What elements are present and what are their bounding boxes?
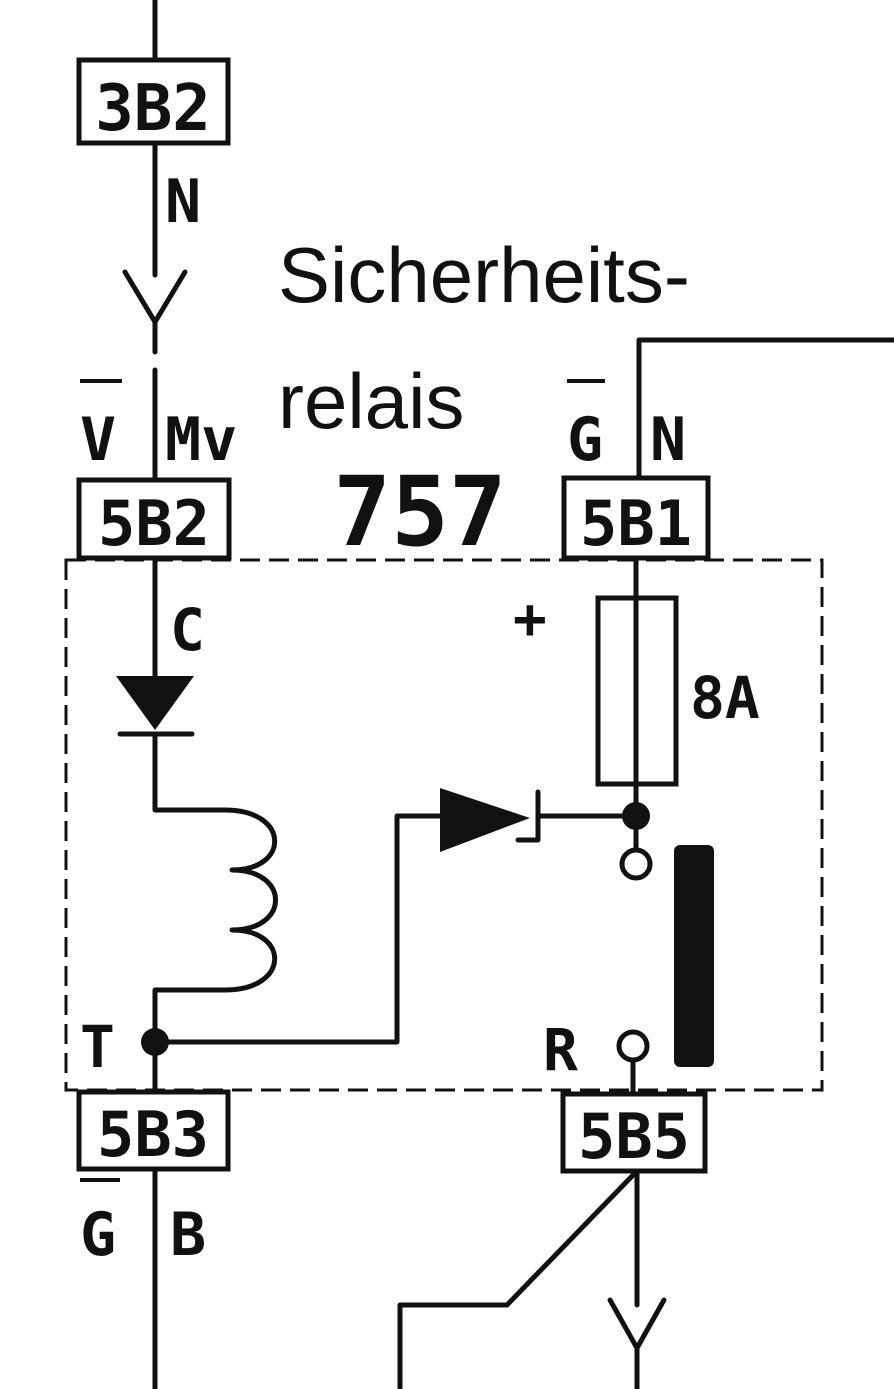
component-number: 757 — [333, 456, 506, 568]
title-line-1: Sicherheits- — [278, 231, 690, 319]
relay-housing-outline — [64, 558, 824, 1092]
diode-triangle — [116, 676, 194, 730]
junction-dot-fuse — [622, 802, 650, 830]
connector-5b1-label: 5B1 — [580, 487, 692, 560]
contact-upper — [619, 847, 653, 881]
wire-top-right — [636, 337, 894, 481]
wire-label-g-top: G — [567, 405, 603, 475]
branch-y-symbol-top — [122, 269, 188, 355]
wire-5b5-diagonal — [397, 1168, 640, 1389]
wire-label-n-top: N — [165, 167, 201, 237]
terminal-r-label: R — [543, 1016, 578, 1084]
relay-coil — [152, 731, 278, 1048]
wire-control-line — [152, 813, 443, 1045]
connector-3b2-label: 3B2 — [95, 72, 211, 146]
branch-y-symbol-bottom — [607, 1297, 667, 1389]
connector-5b3-label: 5B3 — [97, 1098, 209, 1171]
wire-label-g-bottom: G — [80, 1200, 116, 1270]
terminal-t-label: T — [80, 1013, 115, 1081]
wire-label-b: B — [170, 1200, 206, 1270]
connector-5b5-label: 5B5 — [578, 1100, 690, 1173]
connector-5b1-box — [561, 475, 711, 561]
wire-label-n-right: N — [650, 405, 686, 475]
terminal-plus-label: + — [513, 587, 547, 652]
title-line-2: relais — [278, 357, 464, 445]
wire-label-v: V — [80, 405, 116, 475]
wire-label-mv: Mv — [165, 405, 237, 475]
relay-switch-blade — [674, 845, 714, 1067]
connector-5b3-box — [76, 1089, 231, 1172]
connector-5b2-label: 5B2 — [98, 487, 210, 560]
terminal-c-label: C — [170, 596, 205, 664]
connector-3b2-box — [76, 57, 231, 146]
contact-r — [616, 1029, 650, 1063]
semiconductor-bar — [515, 789, 541, 843]
semiconductor-arrow — [440, 788, 530, 852]
fuse-rating-label: 8A — [690, 664, 760, 732]
